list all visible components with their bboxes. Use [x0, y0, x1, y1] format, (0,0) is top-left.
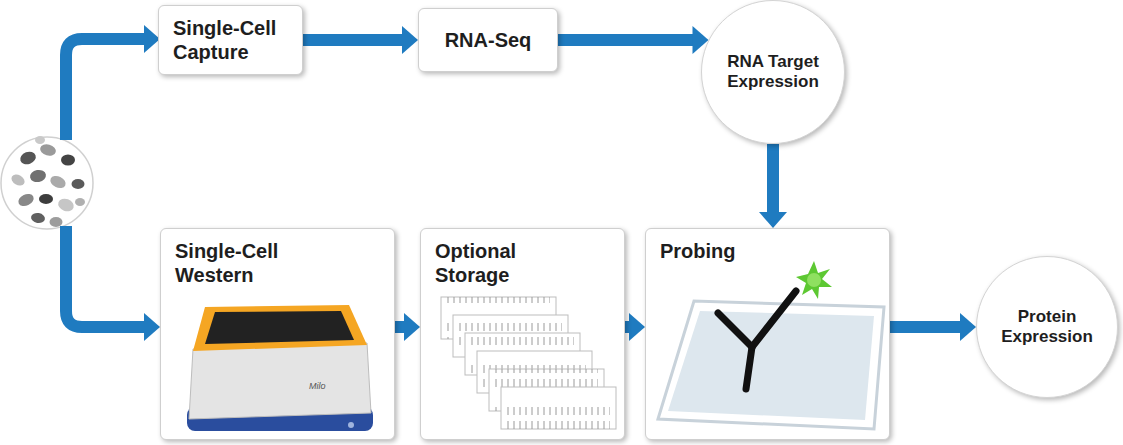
arrow-line	[558, 34, 694, 46]
flow-arrow	[759, 144, 787, 228]
arrow-head	[629, 313, 645, 341]
antibody-symbol	[718, 291, 796, 389]
arrow-head	[402, 26, 418, 54]
flow-arrow	[558, 26, 709, 54]
flow-arrow	[625, 313, 645, 341]
fluorescent-star	[796, 261, 832, 299]
flow-arrow	[303, 26, 418, 54]
arrow-head	[144, 313, 160, 341]
flow-arrow	[890, 313, 976, 341]
arrow-line	[890, 321, 961, 333]
slides	[441, 297, 616, 429]
result-circle: RNA Target Expression	[701, 0, 845, 144]
cells	[9, 136, 85, 227]
process-box: RNA-Seq	[418, 8, 558, 72]
arrow-line	[303, 34, 403, 46]
node-title: RNA Target Expression	[714, 52, 832, 93]
instrument-body	[189, 343, 371, 419]
split-arrow-line	[66, 39, 144, 140]
node-title: Protein Expression	[988, 307, 1106, 348]
process-box: Single-Cell WesternMilo	[160, 228, 395, 440]
node-title: Single-Cell Western	[175, 239, 305, 287]
instrument-brand: Milo	[309, 381, 326, 391]
arrow-line	[767, 144, 779, 213]
result-circle: Protein Expression	[976, 256, 1118, 398]
flow-arrow	[395, 313, 420, 341]
process-box: Probing	[645, 228, 890, 440]
process-box: Optional Storage	[420, 228, 625, 440]
cell-sample-circle	[1, 137, 93, 229]
arrow-head	[960, 313, 976, 341]
node-title: Single-Cell Capture	[173, 16, 288, 64]
instrument-foot	[348, 422, 354, 428]
arrow-head	[404, 313, 420, 341]
arrow-head	[759, 212, 787, 228]
node-title: Optional Storage	[435, 239, 555, 287]
split-arrows	[66, 25, 160, 341]
split-arrow-line	[66, 226, 144, 327]
node-title: RNA-Seq	[445, 28, 532, 52]
node-title: Probing	[660, 239, 790, 263]
process-box: Single-Cell Capture	[158, 5, 303, 75]
arrow-line	[395, 321, 405, 333]
instrument-lid	[193, 305, 367, 351]
instrument-screen	[205, 311, 354, 344]
